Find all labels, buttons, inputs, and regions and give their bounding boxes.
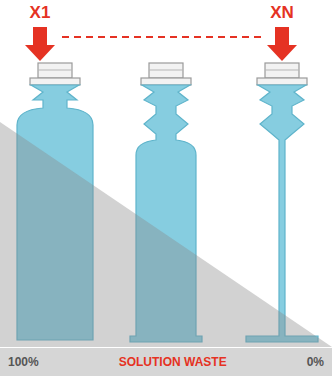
percentage-band: 100% SOLUTION WASTE 0% xyxy=(0,348,332,376)
axis-title: SOLUTION WASTE xyxy=(119,355,227,369)
percent-label: 100% xyxy=(8,355,39,369)
dose-label: XN xyxy=(270,3,294,23)
percent-label: 0% xyxy=(307,355,324,369)
dose-label: X1 xyxy=(30,3,51,23)
waste-triangle xyxy=(0,122,332,347)
dashed-line xyxy=(62,36,262,38)
dose-arrow xyxy=(25,27,297,61)
